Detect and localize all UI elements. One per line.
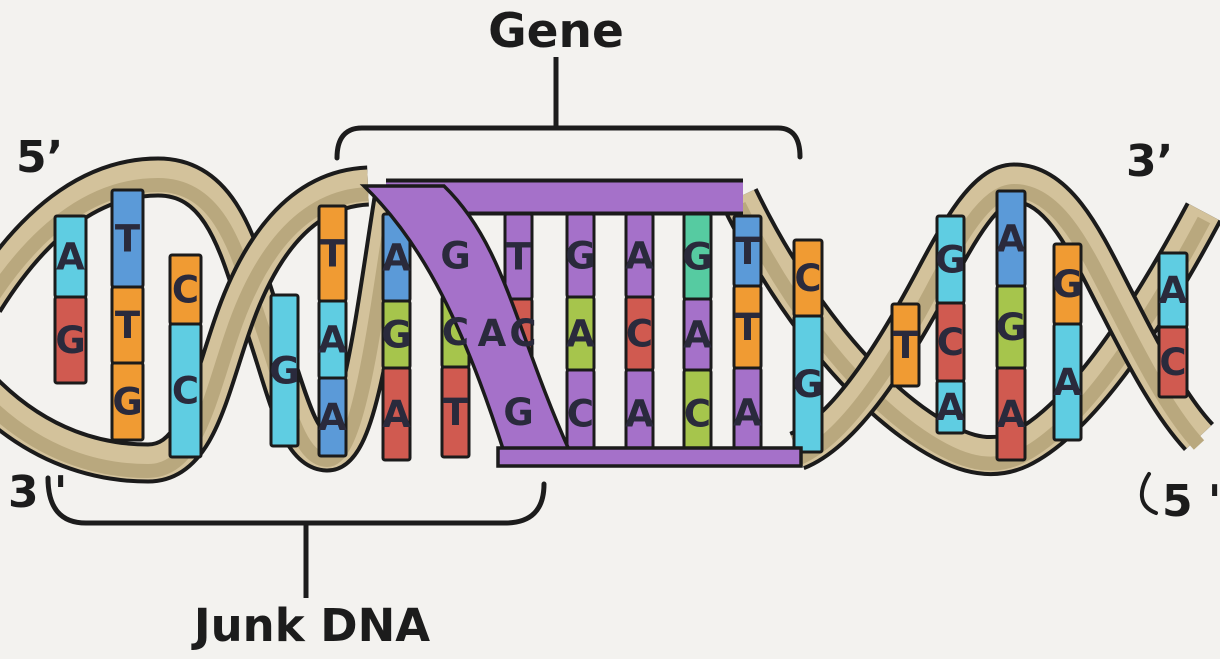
junk-dna-label: Junk DNA (191, 599, 430, 652)
base-letter-A: A (683, 314, 712, 357)
base-letter-T: T (893, 324, 919, 367)
dna-bar (682, 212, 713, 459)
base-letter-T: T (506, 236, 532, 279)
base-letter-A: A (382, 237, 411, 280)
three-prime-top-right-label: 3’ (1126, 136, 1173, 187)
base-letter-A: A (318, 319, 347, 362)
dna-bar (53, 214, 88, 385)
dna-bar (792, 238, 824, 454)
dna-backbone-strand-lower (0, 162, 1215, 484)
base-letter-A: A (382, 393, 411, 436)
base-segment-A (317, 376, 348, 458)
base-letter-C: C (509, 312, 536, 355)
base-segment-G (110, 361, 145, 442)
base-letter-C: C (442, 311, 469, 354)
base-segment-A (935, 379, 966, 435)
base-letter-G: G (1052, 263, 1082, 306)
base-segment-G (269, 293, 300, 448)
base-letter-T: T (735, 306, 761, 349)
gene-label: Gene (488, 4, 624, 59)
base-letter-A: A (1159, 269, 1188, 312)
base-letter-T: T (735, 230, 761, 273)
gene-region-crossing-strand (359, 184, 803, 468)
dna-bar (168, 253, 203, 459)
base-letter-C: C (626, 313, 653, 356)
base-letter-C: C (172, 269, 199, 312)
base-letter-C: C (567, 393, 594, 436)
base-letter-G: G (269, 350, 299, 393)
bottom-right-curve-mark (1140, 472, 1158, 515)
gene-bracket (334, 125, 803, 161)
base-segment-C (1157, 325, 1189, 399)
dna-bar (890, 302, 921, 388)
base-segment-A (1052, 322, 1083, 442)
base-letter-G: G (565, 235, 595, 278)
dna-bar (995, 189, 1027, 462)
five-prime-top-left-label: 5’ (16, 132, 63, 183)
base-letter-G: G (112, 381, 142, 424)
base-letter-T: T (443, 391, 469, 434)
base-letter-G: G (381, 314, 411, 357)
base-letter-A: A (936, 386, 965, 429)
base-segment-A (381, 366, 412, 462)
three-prime-bottom-left-label: 3 ' (8, 467, 67, 518)
base-letter-G: G (996, 306, 1026, 349)
dna-bar (381, 212, 412, 462)
base-letter-G: G (55, 319, 85, 362)
base-segment-T (890, 302, 921, 388)
five-prime-bottom-right-label: 5 ' (1162, 476, 1220, 527)
dna-bar (317, 204, 348, 458)
base-letter-A-on-ribbon: A (478, 312, 507, 355)
dna-bar (1157, 251, 1189, 399)
base-letter-C: C (172, 370, 199, 413)
dna-bar (935, 214, 966, 435)
dna-bar (732, 214, 763, 459)
junk-dna-bracket (45, 475, 547, 526)
base-letter-T: T (115, 304, 141, 347)
dna-bar (1052, 242, 1083, 442)
dna-bar (565, 212, 596, 459)
base-letter-G: G (793, 363, 823, 406)
gene-annotation: Gene (334, 4, 803, 161)
base-letter-C: C (684, 393, 711, 436)
base-letter-G: G (440, 235, 470, 278)
base-segment-G (792, 314, 824, 454)
base-segment-T (440, 365, 471, 459)
junk-dna-annotation: Junk DNA (45, 475, 547, 652)
base-segment-G (53, 295, 88, 385)
base-letter-G: G (935, 239, 965, 282)
base-letter-C: C (794, 257, 821, 300)
base-letter-A: A (625, 235, 654, 278)
base-letter-A: A (997, 218, 1026, 261)
base-letter-C: C (1159, 341, 1186, 384)
dna-bar (110, 188, 145, 442)
gene-region-bottom-strand (496, 446, 803, 468)
strand-end-labels: 5’ 3 ' 3’ 5 ' (8, 132, 1220, 527)
base-letter-A: A (56, 236, 85, 279)
base-letter-G: G (682, 236, 712, 279)
base-segment-C (168, 322, 203, 459)
base-letter-G: G (503, 391, 533, 434)
dna-bar (269, 293, 300, 448)
base-letter-A: A (625, 393, 654, 436)
base-letter-T: T (115, 218, 141, 261)
base-letter-A: A (997, 393, 1026, 436)
base-letter-T: T (320, 233, 346, 276)
base-letter-C: C (937, 321, 964, 364)
base-letter-A: A (566, 313, 595, 356)
base-segment-A (995, 366, 1027, 462)
base-letter-A: A (733, 392, 762, 435)
base-letter-A: A (1053, 361, 1082, 404)
base-letter-A: A (318, 396, 347, 439)
strand-shading (0, 177, 400, 468)
